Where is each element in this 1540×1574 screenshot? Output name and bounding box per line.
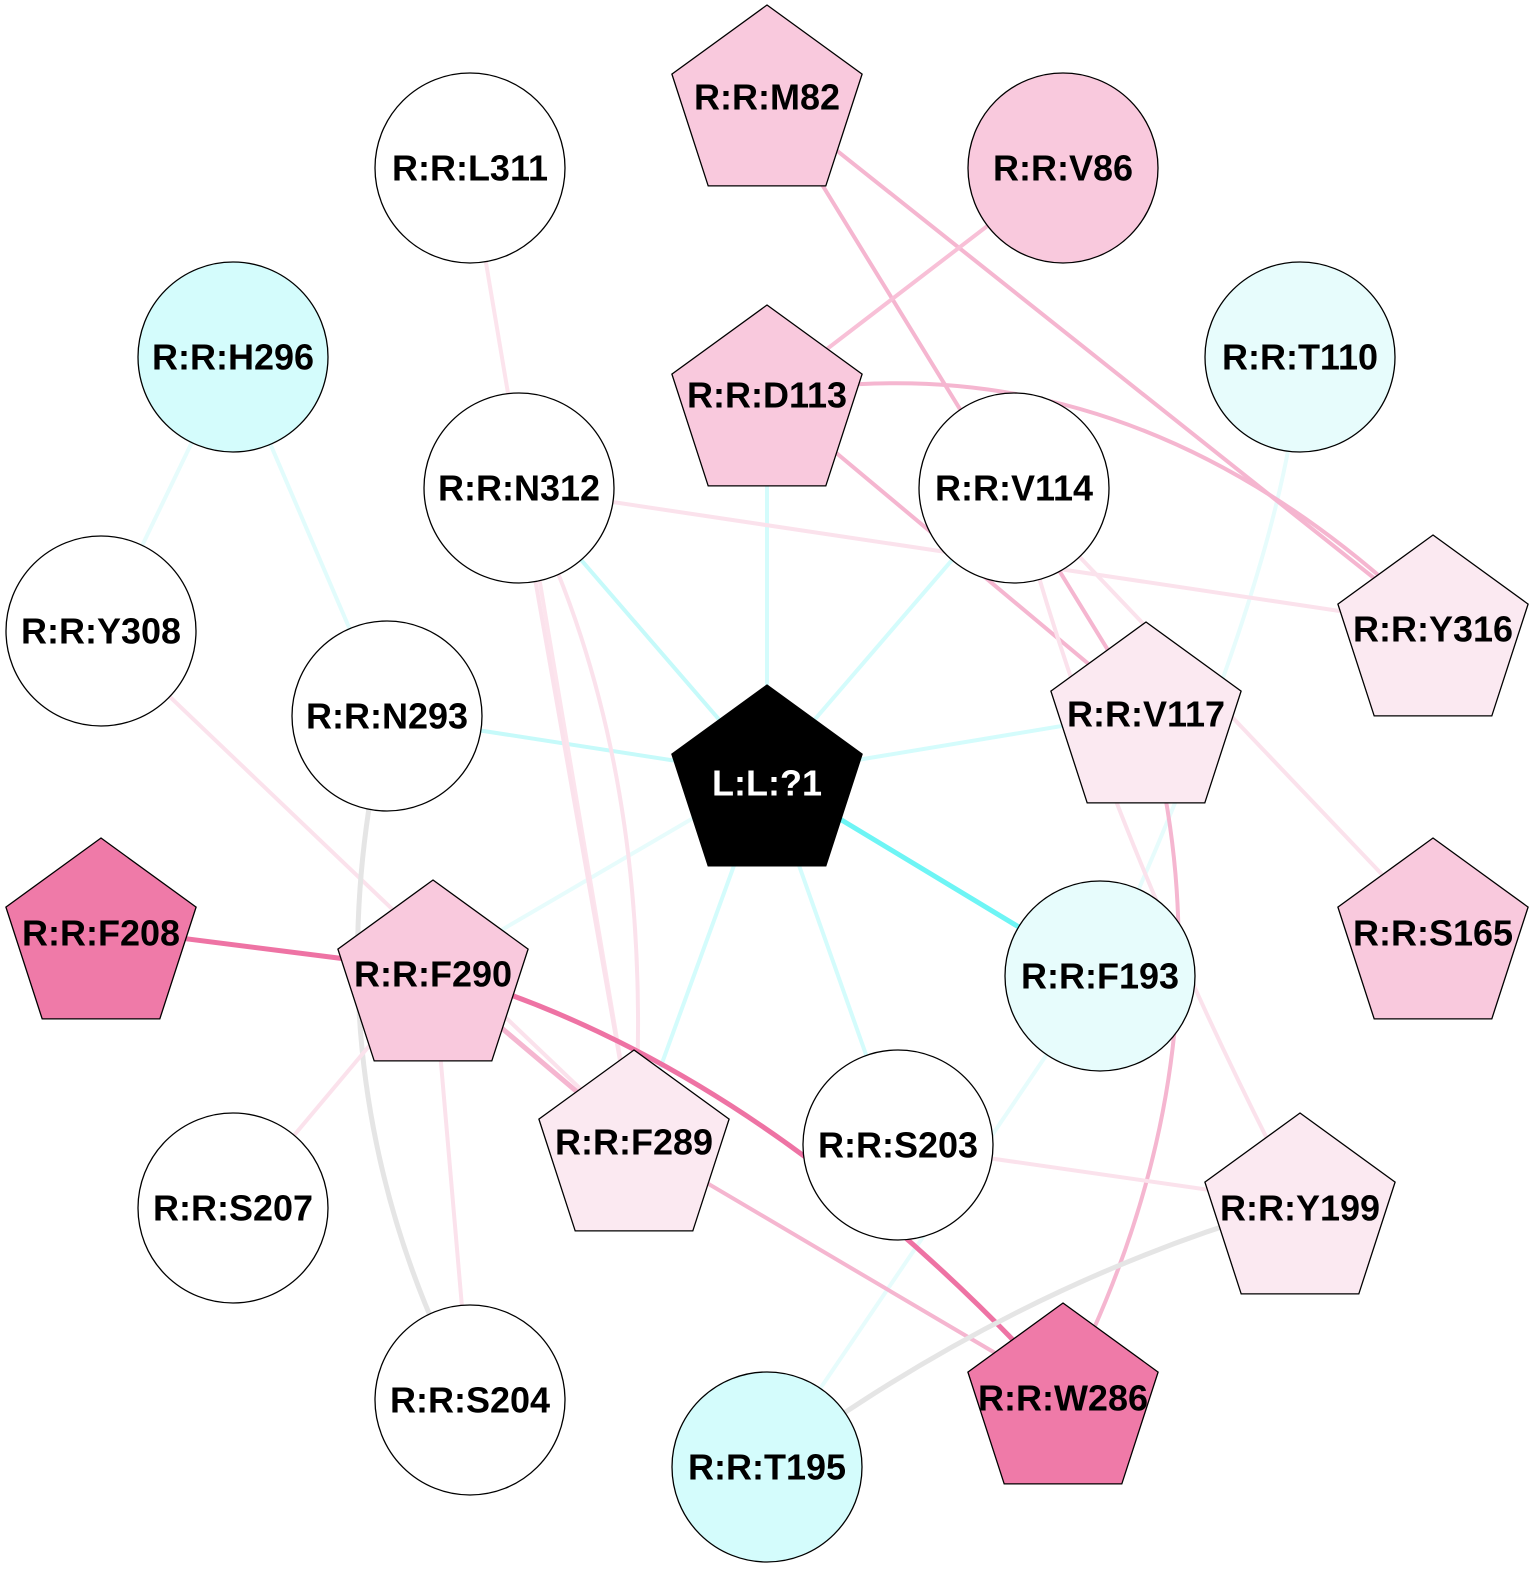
node-circle-shape — [802, 1049, 994, 1241]
node-pentagon-shape — [671, 684, 863, 867]
node-r-r-t110[interactable]: R:R:T110 — [1204, 261, 1396, 453]
node-r-r-y316[interactable]: R:R:Y316 — [1337, 534, 1529, 717]
node-circle-shape — [967, 72, 1159, 264]
edge-r-r-d113-to-r-r-y316 — [765, 381, 1435, 627]
node-label: R:R:Y308 — [21, 611, 181, 652]
node-label: R:R:S165 — [1353, 913, 1513, 954]
edge-r-r-m82-to-r-r-y316 — [765, 93, 1435, 627]
node-r-r-l311[interactable]: R:R:L311 — [374, 72, 566, 264]
node-label: R:R:N293 — [306, 696, 468, 737]
node-label: R:R:L311 — [392, 148, 548, 189]
edge-r-r-v117-to-r-r-w286 — [1061, 710, 1181, 1395]
node-label: R:R:Y199 — [1220, 1188, 1380, 1229]
node-circle-shape — [374, 1304, 566, 1496]
node-circle-shape — [918, 392, 1110, 584]
node-circle-shape — [374, 72, 566, 264]
node-circle-shape — [137, 1112, 329, 1304]
node-label: R:R:M82 — [694, 77, 840, 118]
node-label: R:R:T195 — [688, 1447, 846, 1488]
node-label: R:R:N312 — [438, 468, 600, 509]
node-layer: L:L:?1R:R:M82R:R:V86R:R:L311R:R:H296R:R:… — [5, 4, 1529, 1563]
node-r-r-f208[interactable]: R:R:F208 — [5, 837, 197, 1020]
node-label: R:R:S203 — [818, 1125, 978, 1166]
node-r-r-w286[interactable]: R:R:W286 — [967, 1302, 1159, 1485]
node-label: R:R:F289 — [555, 1122, 713, 1163]
node-circle-shape — [137, 261, 329, 453]
node-r-r-t195[interactable]: R:R:T195 — [671, 1371, 863, 1563]
edge-r-r-n293-to-r-r-s204 — [355, 713, 473, 1403]
node-r-r-y308[interactable]: R:R:Y308 — [5, 535, 197, 727]
node-label: R:R:Y316 — [1353, 609, 1513, 650]
edge-r-r-v114-to-r-r-y199 — [1012, 486, 1302, 1205]
node-circle-shape — [671, 1371, 863, 1563]
node-pentagon-shape — [337, 879, 529, 1062]
node-label: R:R:V86 — [993, 148, 1133, 189]
node-pentagon-shape — [538, 1049, 730, 1232]
node-label: R:R:H296 — [152, 337, 314, 378]
edge-r-r-f290-to-r-r-w286 — [430, 967, 1066, 1396]
node-circle-shape — [291, 620, 483, 812]
node-label: R:R:V114 — [935, 468, 1093, 509]
edge-r-r-n312-to-r-r-f289 — [517, 486, 636, 1142]
node-circle-shape — [1204, 261, 1396, 453]
node-r-r-s203[interactable]: R:R:S203 — [802, 1049, 994, 1241]
node-label: R:R:W286 — [978, 1378, 1148, 1419]
node-r-r-h296[interactable]: R:R:H296 — [137, 261, 329, 453]
node-pentagon-shape — [1337, 837, 1529, 1020]
node-label: L:L:?1 — [712, 763, 822, 804]
node-label: R:R:T110 — [1222, 337, 1378, 378]
node-l-l-1[interactable]: L:L:?1 — [671, 684, 863, 867]
node-label: R:R:F193 — [1021, 956, 1179, 997]
node-r-r-f290[interactable]: R:R:F290 — [337, 879, 529, 1062]
node-label: R:R:V117 — [1067, 694, 1225, 735]
node-pentagon-shape — [1337, 534, 1529, 717]
node-r-r-v86[interactable]: R:R:V86 — [967, 72, 1159, 264]
node-label: R:R:S204 — [390, 1380, 550, 1421]
node-pentagon-shape — [1050, 621, 1242, 804]
node-pentagon-shape — [671, 4, 863, 187]
node-r-r-f289[interactable]: R:R:F289 — [538, 1049, 730, 1232]
node-circle-shape — [423, 392, 615, 584]
node-r-r-m82[interactable]: R:R:M82 — [671, 4, 863, 187]
node-circle-shape — [5, 535, 197, 727]
node-circle-shape — [1004, 880, 1196, 1072]
node-r-r-d113[interactable]: R:R:D113 — [671, 304, 863, 487]
node-pentagon-shape — [967, 1302, 1159, 1485]
node-pentagon-shape — [671, 304, 863, 487]
node-r-r-s207[interactable]: R:R:S207 — [137, 1112, 329, 1304]
edge-r-r-y308-to-r-r-f289 — [99, 629, 636, 1142]
node-r-r-v114[interactable]: R:R:V114 — [918, 392, 1110, 584]
node-r-r-s165[interactable]: R:R:S165 — [1337, 837, 1529, 1020]
node-label: R:R:F290 — [354, 954, 512, 995]
node-pentagon-shape — [5, 837, 197, 1020]
node-r-r-n293[interactable]: R:R:N293 — [291, 620, 483, 812]
node-label: R:R:S207 — [153, 1188, 313, 1229]
edge-r-r-m82-to-r-r-v117 — [765, 93, 1148, 714]
node-label: R:R:F208 — [22, 913, 180, 954]
node-r-r-s204[interactable]: R:R:S204 — [374, 1304, 566, 1496]
node-label: R:R:D113 — [687, 375, 847, 416]
node-pentagon-shape — [1204, 1112, 1396, 1295]
node-r-r-y199[interactable]: R:R:Y199 — [1204, 1112, 1396, 1295]
node-r-r-f193[interactable]: R:R:F193 — [1004, 880, 1196, 1072]
node-r-r-v117[interactable]: R:R:V117 — [1050, 621, 1242, 804]
node-r-r-n312[interactable]: R:R:N312 — [423, 392, 615, 584]
